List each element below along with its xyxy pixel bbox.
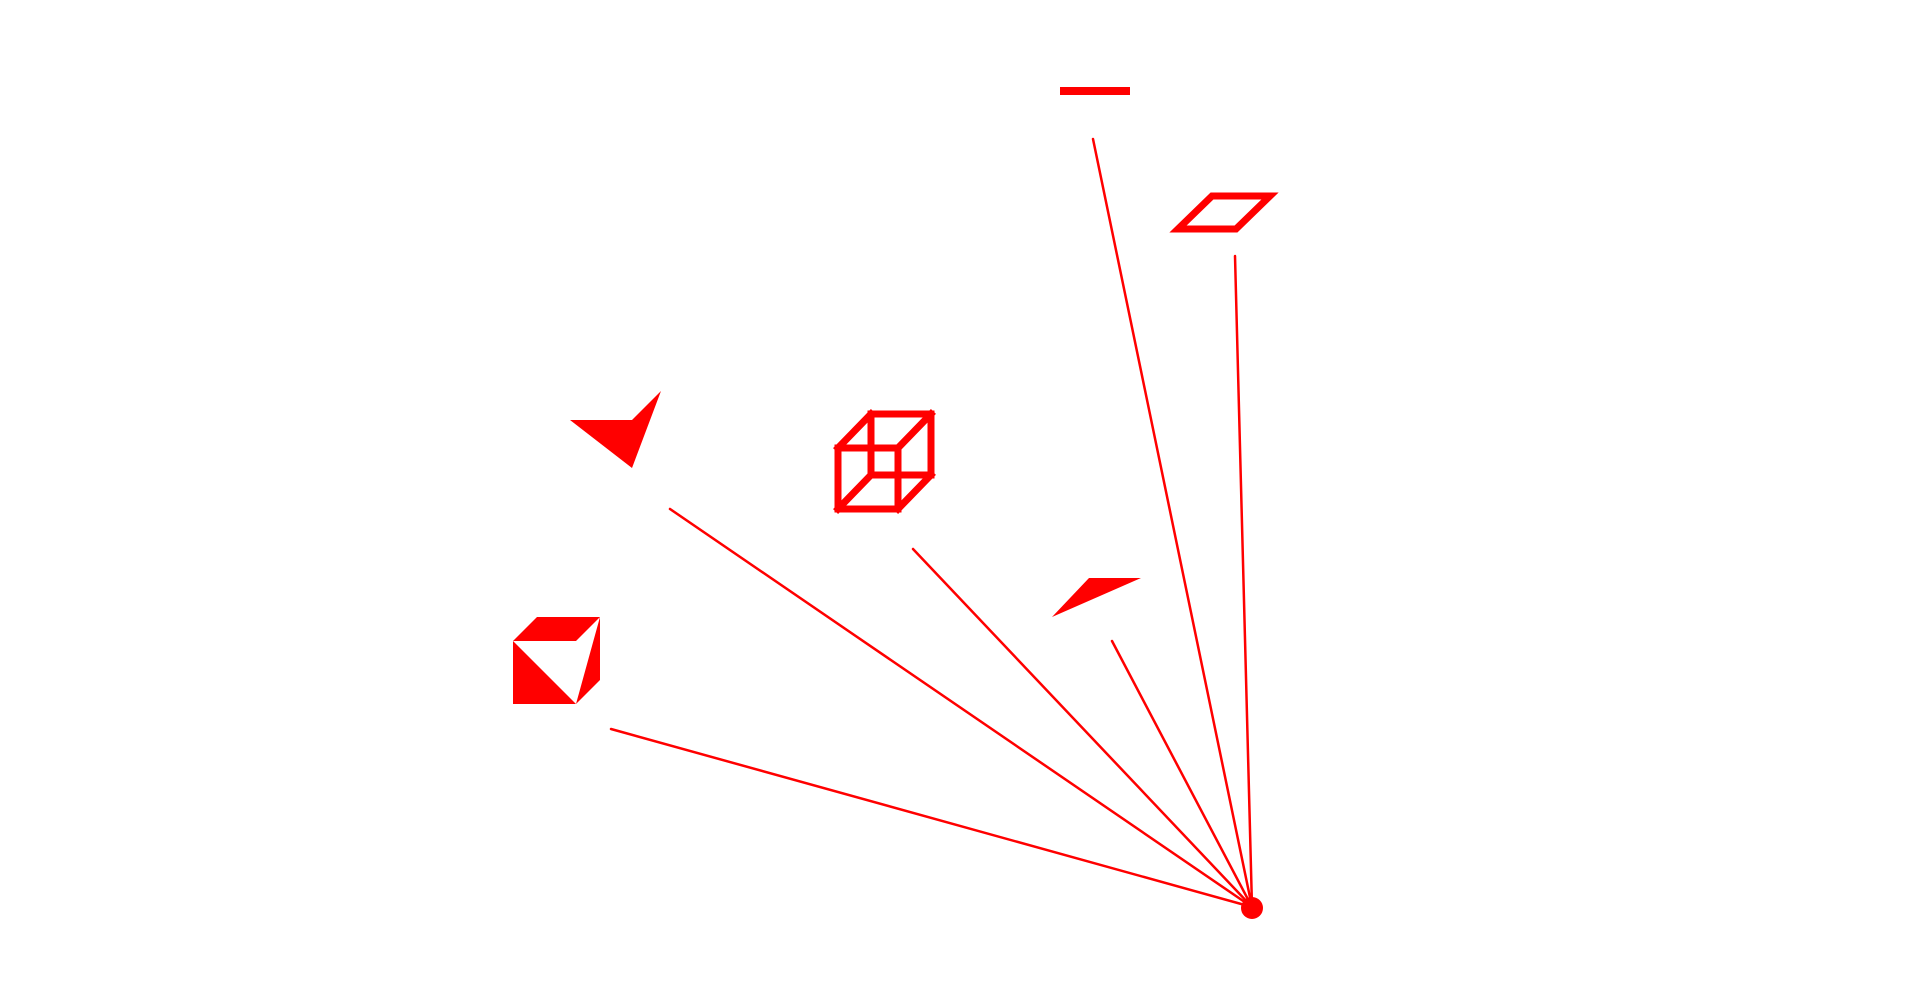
wireframe-cube-icon xyxy=(833,409,936,514)
ray-flat-wedge xyxy=(1110,639,1254,909)
sight-lines xyxy=(609,137,1254,909)
parallelogram-outline-icon xyxy=(1169,192,1279,233)
folded-square-icon xyxy=(513,617,600,704)
wedge-arrow-icon xyxy=(570,391,661,468)
flat-wedge-icon xyxy=(1052,578,1141,617)
line-segment-icon xyxy=(1060,87,1130,95)
ray-folded-square xyxy=(609,727,1254,909)
ray-arrow-wedge xyxy=(668,507,1254,909)
ray-wire-cube xyxy=(911,547,1254,909)
ray-horizontal-bar xyxy=(1091,137,1254,909)
focal-point-dot xyxy=(1241,897,1263,919)
ray-parallelogram xyxy=(1233,254,1254,909)
